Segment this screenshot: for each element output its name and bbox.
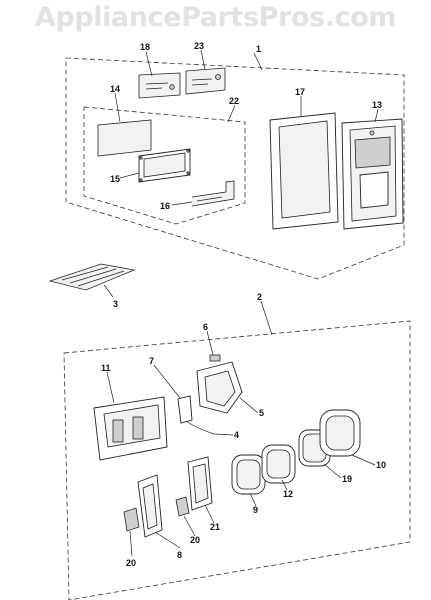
part-17-gasket (269, 112, 339, 230)
callout-12: 12 (283, 489, 293, 499)
part-8-lever (137, 474, 163, 538)
callout-7: 7 (149, 356, 154, 366)
part-23-card (185, 67, 226, 95)
part-3-grille (48, 263, 136, 291)
callout-21: 21 (210, 522, 220, 532)
callout-23: 23 (194, 41, 204, 51)
callout-3: 3 (113, 299, 118, 309)
callout-11: 11 (101, 363, 111, 373)
callout-13: 13 (372, 100, 382, 110)
callout-4: 4 (234, 430, 239, 440)
callout-15: 15 (110, 174, 120, 184)
callout-8: 8 (177, 550, 182, 560)
callout-5: 5 (259, 408, 264, 418)
subassembly-22-boundary (83, 106, 246, 225)
assembly-1-boundary (65, 57, 405, 280)
part-20-pad-right (175, 496, 190, 517)
part-9-ring (231, 454, 266, 495)
callout-19: 19 (342, 474, 352, 484)
part-15-frame (138, 148, 191, 183)
callout-16: 16 (160, 201, 170, 211)
part-14-film (97, 119, 152, 157)
part-18-card (138, 72, 181, 99)
callout-20-right: 20 (190, 535, 200, 545)
assembly-2-boundary (63, 320, 411, 600)
callout-9: 9 (253, 505, 258, 515)
part-4-wire (185, 420, 215, 435)
callout-22: 22 (229, 96, 239, 106)
part-7-bracket (177, 395, 193, 424)
callout-18: 18 (140, 42, 150, 52)
part-5-housing (196, 361, 243, 414)
callout-14: 14 (110, 84, 120, 94)
callout-1: 1 (256, 44, 261, 54)
callout-6: 6 (203, 322, 208, 332)
watermark-text: AppliancePartsPros.com (34, 2, 397, 33)
part-6-piece (209, 354, 221, 362)
leader-lines (103, 49, 379, 557)
part-16-cable (191, 180, 235, 207)
part-12-ring (261, 444, 296, 484)
callout-20-left: 20 (126, 558, 136, 568)
part-21-bracket (187, 456, 213, 511)
callout-10: 10 (376, 460, 386, 470)
callout-17: 17 (295, 87, 305, 97)
part-20-pad-left (123, 507, 140, 532)
part-13-panel (341, 118, 404, 230)
part-10-ring (319, 409, 361, 457)
callout-2: 2 (257, 292, 262, 302)
part-11-housing (93, 396, 168, 461)
